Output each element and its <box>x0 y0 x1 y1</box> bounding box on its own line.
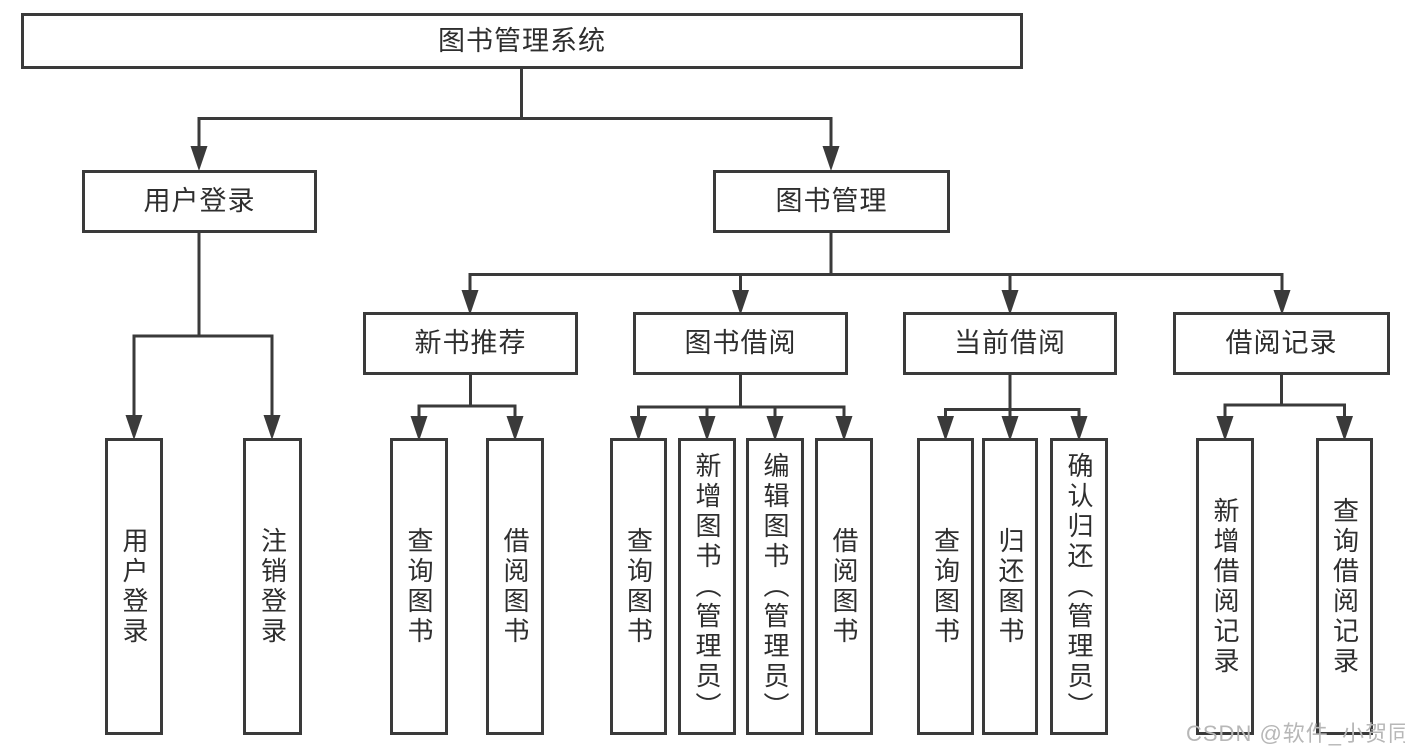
connector-book-borrow-children <box>637 375 846 417</box>
node-label: 借阅图书 <box>829 526 859 647</box>
node-label: 图书管理系统 <box>438 25 606 56</box>
node-label: 借阅图书 <box>500 526 530 647</box>
node-add-borrow-record: 新增借阅记录 <box>1196 438 1254 735</box>
node-query-books-borrow: 查询图书 <box>610 438 667 735</box>
node-borrow-books-recommend: 借阅图书 <box>486 438 544 735</box>
connector-borrow-record-children <box>1223 375 1346 417</box>
arrow-down-icon <box>125 415 143 440</box>
arrow-down-icon <box>698 416 716 441</box>
node-query-borrow-record: 查询借阅记录 <box>1316 438 1373 735</box>
arrowheads <box>125 146 1353 441</box>
arrow-down-icon <box>263 415 281 440</box>
node-confirm-return-admin: 确认归还（管理员） <box>1050 438 1108 735</box>
arrow-down-icon <box>766 416 784 441</box>
arrow-down-icon <box>461 290 479 315</box>
node-library-management-system: 图书管理系统 <box>21 13 1023 69</box>
node-label: 新书推荐 <box>414 328 527 358</box>
arrow-down-icon <box>835 416 853 441</box>
node-borrow-books-leaf: 借阅图书 <box>815 438 873 735</box>
node-current-borrowing: 当前借阅 <box>903 312 1117 375</box>
arrow-down-icon <box>732 290 749 315</box>
arrow-down-icon <box>410 416 428 441</box>
node-label: 查询图书 <box>623 526 654 647</box>
connector-current-borrow-children <box>944 375 1081 418</box>
node-label: 新增借阅记录 <box>1210 496 1240 677</box>
connector-root-to-level2 <box>197 69 833 148</box>
arrow-down-icon <box>1001 416 1019 441</box>
node-label: 新增图书（管理员） <box>692 451 722 722</box>
node-user-login-leaf: 用户登录 <box>105 438 163 735</box>
node-label: 用户登录 <box>143 186 256 216</box>
connector-new-book-children <box>417 375 517 417</box>
node-logout: 注销登录 <box>243 438 302 735</box>
node-add-books-admin: 新增图书（管理员） <box>678 438 736 735</box>
arrow-down-icon <box>1070 416 1088 441</box>
arrow-down-icon <box>506 416 524 441</box>
node-return-books: 归还图书 <box>982 438 1038 735</box>
arrow-down-icon <box>630 416 647 441</box>
node-label: 确认归还（管理员） <box>1064 451 1094 722</box>
watermark: CSDN @软件_小贺同学 <box>1186 721 1405 746</box>
node-label: 图书管理 <box>775 186 888 216</box>
node-query-books-current: 查询图书 <box>917 438 974 735</box>
node-label: 用户登录 <box>119 526 149 647</box>
node-label: 图书借阅 <box>684 328 797 358</box>
node-label: 编辑图书（管理员） <box>760 451 790 722</box>
node-book-management: 图书管理 <box>713 170 950 233</box>
arrow-down-icon <box>190 146 208 171</box>
node-label: 查询图书 <box>930 526 961 647</box>
node-label: 归还图书 <box>995 526 1025 647</box>
node-label: 注销登录 <box>257 526 288 647</box>
node-query-books-recommend: 查询图书 <box>390 438 448 735</box>
node-label: 当前借阅 <box>954 328 1066 358</box>
node-new-book-recommendation: 新书推荐 <box>363 312 578 375</box>
arrow-down-icon <box>822 146 840 171</box>
arrow-down-icon <box>1216 416 1234 441</box>
connector-book-management-children <box>468 233 1284 291</box>
connector-user-login-children <box>132 233 274 416</box>
node-user-login: 用户登录 <box>82 170 317 233</box>
arrow-down-icon <box>1336 416 1353 441</box>
node-edit-books-admin: 编辑图书（管理员） <box>746 438 804 735</box>
arrow-down-icon <box>1001 290 1019 315</box>
node-borrowing-records: 借阅记录 <box>1173 312 1390 375</box>
arrow-down-icon <box>1273 290 1291 315</box>
node-label: 查询借阅记录 <box>1329 496 1360 677</box>
node-label: 借阅记录 <box>1225 328 1338 358</box>
node-label: 查询图书 <box>404 526 434 647</box>
node-book-borrowing: 图书借阅 <box>633 312 848 375</box>
arrow-down-icon <box>937 416 954 441</box>
